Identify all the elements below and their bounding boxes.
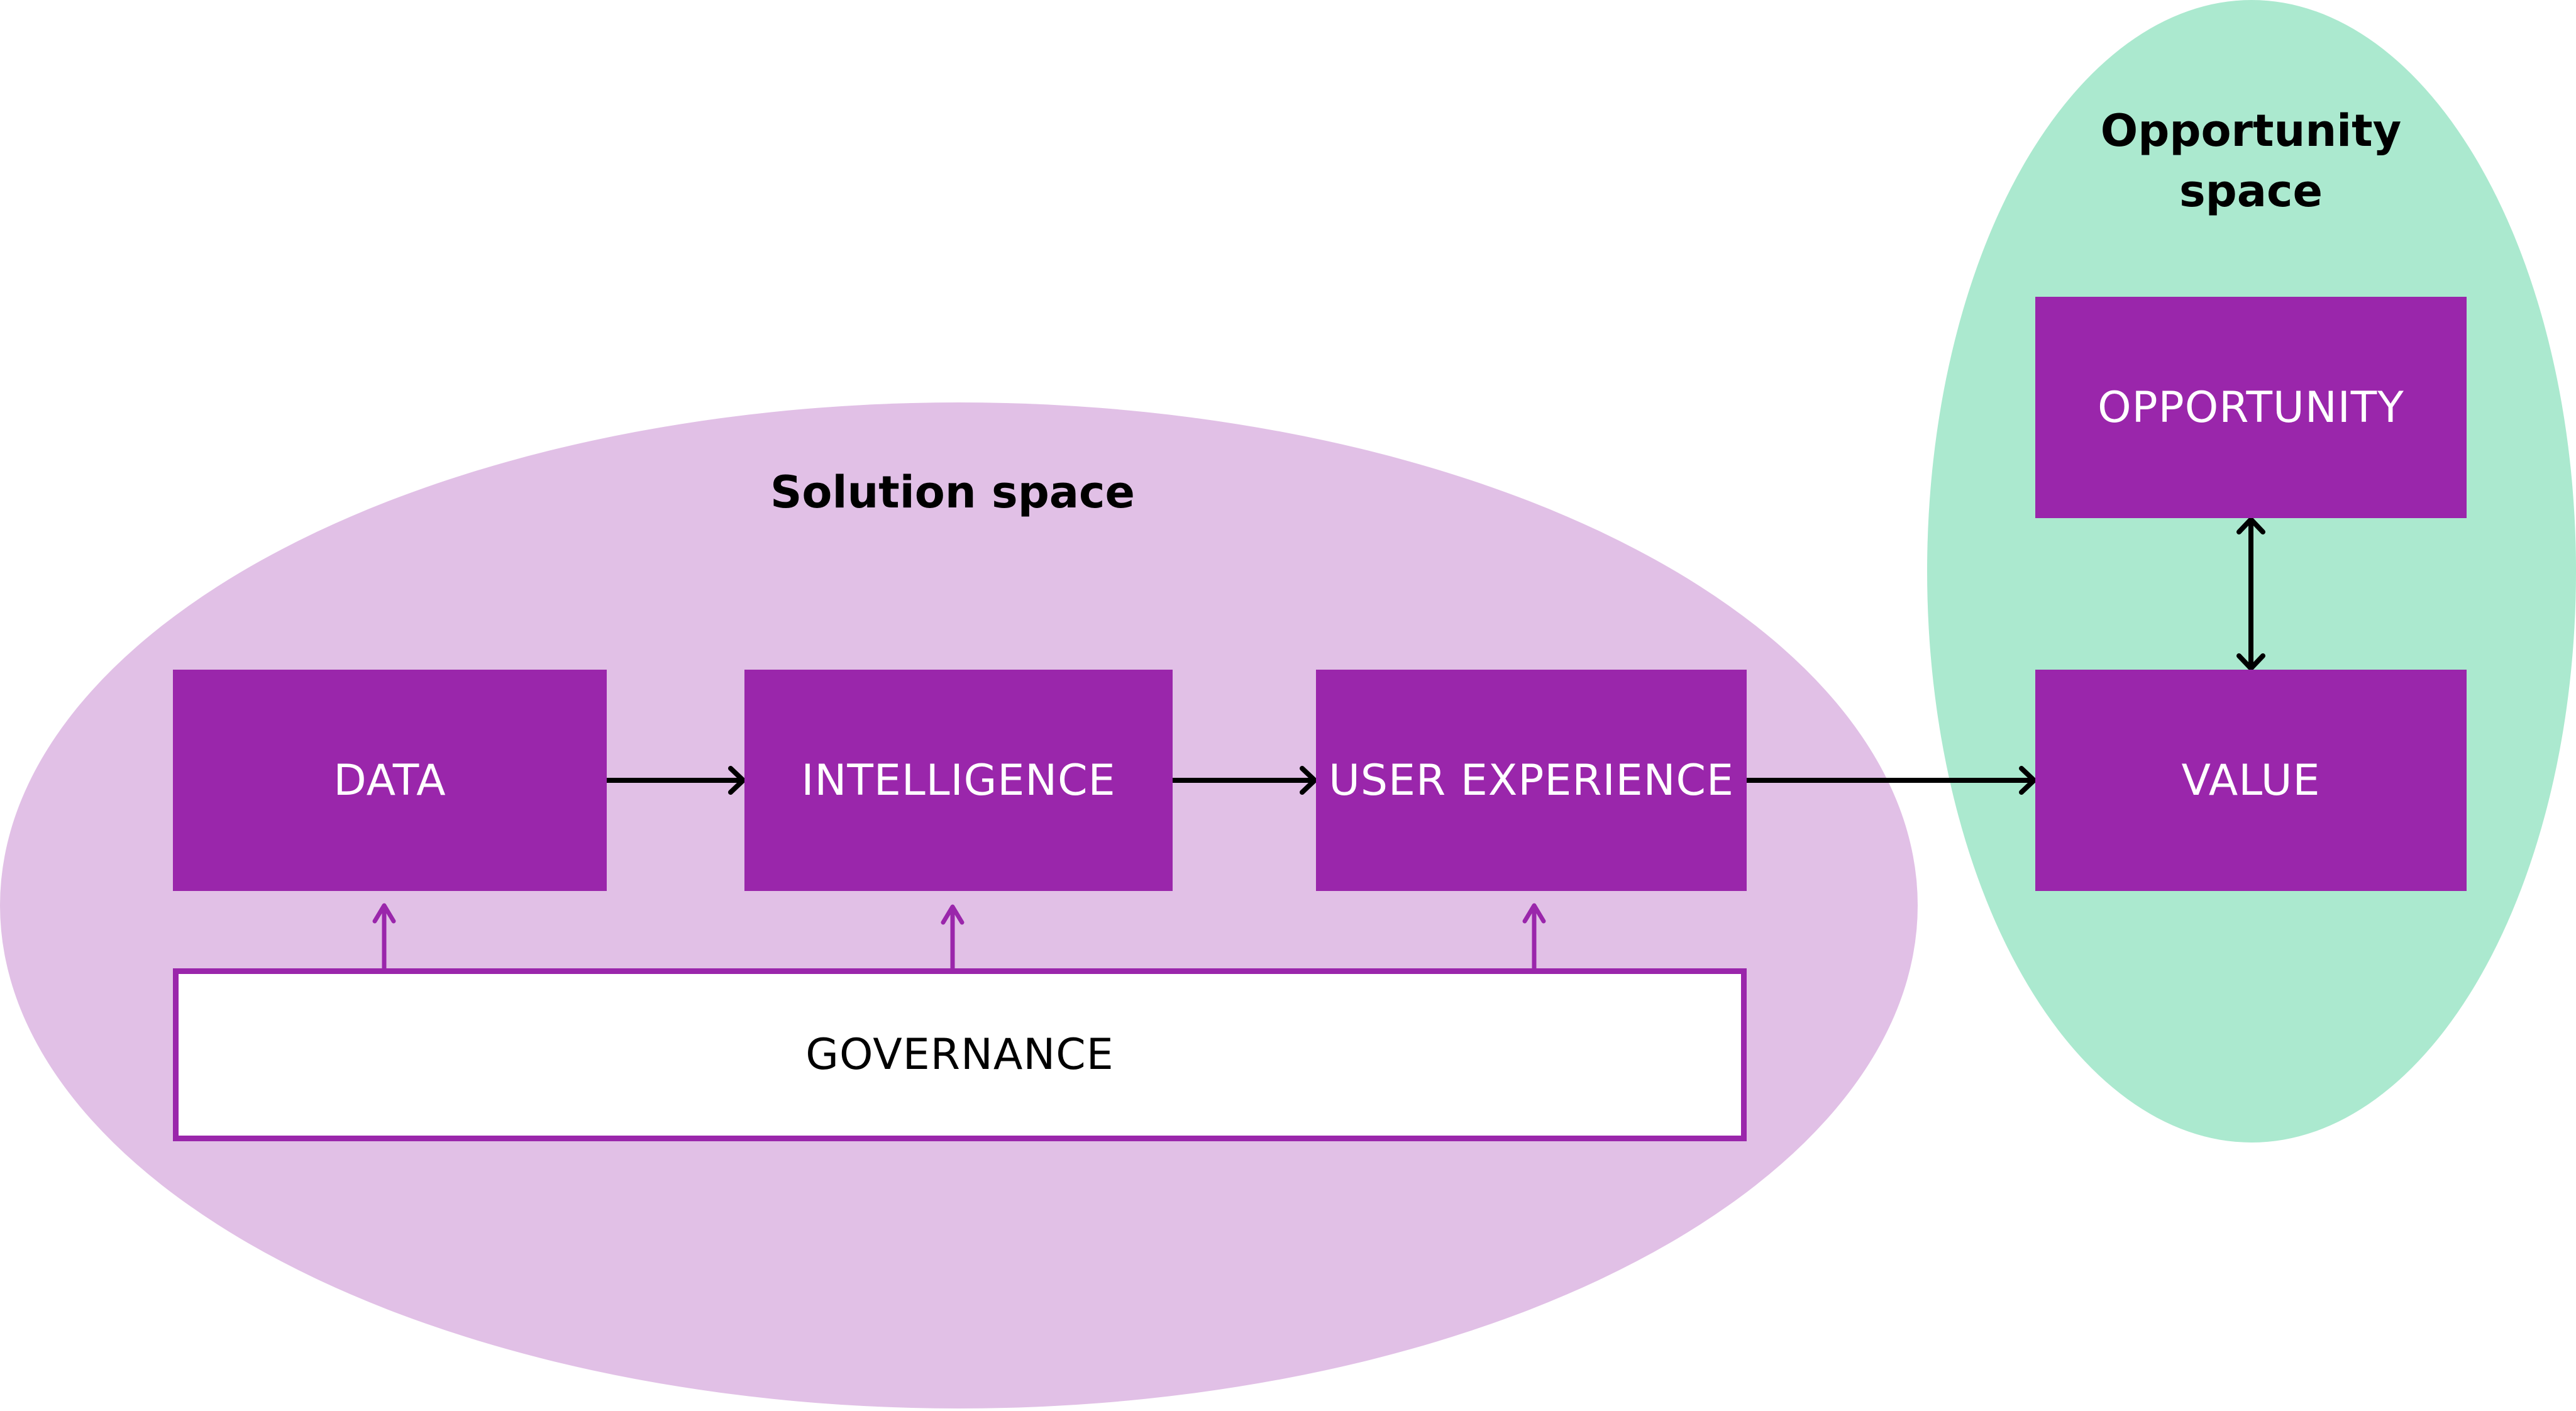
opportunity-space-title-line1: Opportunity [2100, 105, 2402, 157]
node-governance-label: GOVERNANCE [805, 1030, 1114, 1080]
arrow-data-to-intelligence [604, 766, 746, 795]
opportunity-space-title-line2: space [2179, 165, 2323, 217]
node-intelligence: INTELLIGENCE [744, 670, 1173, 891]
node-opportunity: OPPORTUNITY [2035, 297, 2467, 518]
arrow-governance-to-data [372, 903, 396, 971]
node-user-experience-label: USER EXPERIENCE [1329, 755, 1734, 805]
node-value: VALUE [2035, 670, 2467, 891]
arrow-intelligence-to-ux [1170, 766, 1317, 795]
node-user-experience: USER EXPERIENCE [1316, 670, 1747, 891]
node-governance: GOVERNANCE [173, 968, 1747, 1141]
arrow-ux-to-value [1744, 766, 2037, 795]
solution-space-title: Solution space [770, 467, 1136, 518]
arrow-governance-to-ux [1522, 903, 1546, 971]
solution-space-region [0, 402, 1918, 1408]
node-data: DATA [173, 670, 607, 891]
arrow-opportunity-value-bidirectional [2236, 517, 2265, 671]
arrow-governance-to-intelligence [941, 904, 965, 971]
node-value-label: VALUE [2181, 755, 2321, 805]
opportunity-space-title: Opportunity space [1999, 101, 2502, 221]
node-data-label: DATA [333, 755, 446, 805]
node-opportunity-label: OPPORTUNITY [2098, 382, 2404, 433]
node-intelligence-label: INTELLIGENCE [801, 755, 1116, 805]
